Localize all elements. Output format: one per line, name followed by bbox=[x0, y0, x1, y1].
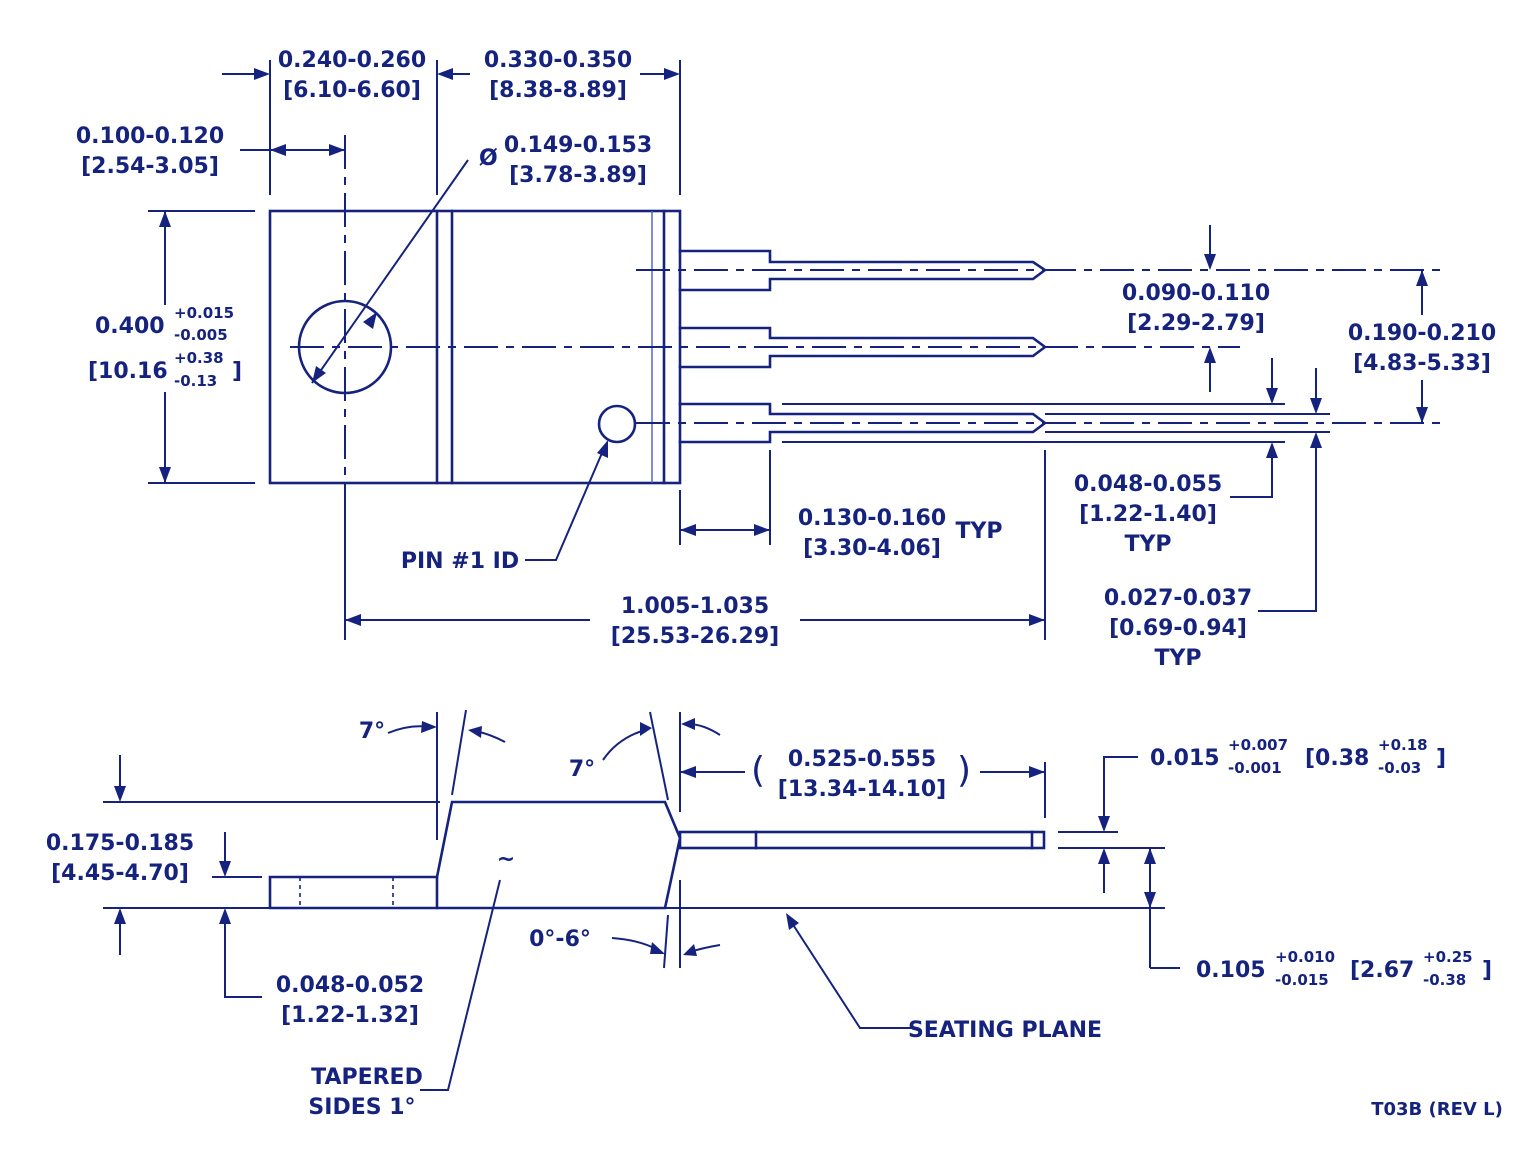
lead-thickness-metric-plus: +0.18 bbox=[1378, 736, 1428, 754]
lead-length-nominal: 0.525-0.555 bbox=[788, 747, 936, 772]
body-width-nominal: 0.330-0.350 bbox=[484, 48, 632, 73]
tab-width-nominal: 0.240-0.260 bbox=[278, 48, 426, 73]
pin-span-nominal: 0.190-0.210 bbox=[1348, 321, 1496, 346]
top-view bbox=[148, 60, 1440, 640]
lead-standoff-metric-minus: -0.38 bbox=[1423, 971, 1466, 989]
overall-length-nominal: 1.005-1.035 bbox=[621, 594, 769, 619]
dim-shoulder-leader bbox=[1230, 450, 1273, 498]
overall-length-metric: [25.53-26.29] bbox=[611, 624, 779, 649]
angle-left-label: 7° bbox=[359, 719, 385, 744]
angle-ref-left-taper bbox=[451, 709, 467, 796]
angle-right-arrow-a bbox=[602, 729, 646, 761]
height-nominal: 0.400 bbox=[95, 314, 165, 339]
taper-symbol: ~ bbox=[497, 847, 515, 872]
angle-right-label: 7° bbox=[569, 757, 595, 782]
lead-standoff-metric-open: [2.67 bbox=[1350, 958, 1414, 983]
lead-standoff-nominal: 0.105 bbox=[1196, 958, 1266, 983]
lead-thickness-tol-plus: +0.007 bbox=[1228, 736, 1288, 754]
angle-ref-bottom-taper bbox=[663, 914, 669, 969]
shoulder-length-nominal: 0.130-0.160 bbox=[798, 506, 946, 531]
lead-2-outline bbox=[678, 326, 1048, 369]
height-metric-close: ] bbox=[232, 359, 242, 384]
lead-length-metric: [13.34-14.10] bbox=[778, 777, 946, 802]
hole-offset-nominal: 0.100-0.120 bbox=[76, 124, 224, 149]
side-view bbox=[103, 709, 1180, 1091]
shoulder-width-nominal: 0.048-0.055 bbox=[1074, 472, 1222, 497]
dim-lead-thickness-leader bbox=[1103, 756, 1138, 824]
pin1-id-mark bbox=[597, 404, 637, 444]
lead-standoff-tol-minus: -0.015 bbox=[1275, 971, 1329, 989]
dimension-labels: 0.240-0.260 [6.10-6.60] 0.330-0.350 [8.3… bbox=[46, 48, 1503, 1120]
seating-plane-label: SEATING PLANE bbox=[908, 1018, 1102, 1043]
hole-offset-metric: [2.54-3.05] bbox=[81, 154, 219, 179]
pin-pitch-nominal: 0.090-0.110 bbox=[1122, 281, 1270, 306]
shoulder-width-metric: [1.22-1.40] bbox=[1079, 502, 1217, 527]
lead-standoff-metric-plus: +0.25 bbox=[1423, 948, 1473, 966]
lead-profile bbox=[678, 830, 1046, 850]
lead-thickness-metric-close: ] bbox=[1436, 746, 1446, 771]
seating-plane-leader bbox=[789, 919, 915, 1029]
tab-thickness-nominal: 0.048-0.052 bbox=[276, 973, 424, 998]
height-tol-plus: +0.015 bbox=[174, 304, 234, 322]
angle-ref-right-taper bbox=[649, 711, 669, 801]
body-height-nominal: 0.175-0.185 bbox=[46, 831, 194, 856]
tab-thickness-metric: [1.22-1.32] bbox=[281, 1003, 419, 1028]
pin1-leader bbox=[525, 445, 606, 561]
height-metric-open: [10.16 bbox=[88, 359, 168, 384]
tab-profile bbox=[268, 875, 439, 910]
pin-span-metric: [4.83-5.33] bbox=[1353, 351, 1491, 376]
hole-diameter-symbol: Ø bbox=[479, 146, 498, 171]
lead-thickness-nominal: 0.015 bbox=[1150, 746, 1220, 771]
lead-thickness-metric-open: [0.38 bbox=[1305, 746, 1369, 771]
pin-width-typ: TYP bbox=[1154, 646, 1201, 671]
hole-diameter-nominal: 0.149-0.153 bbox=[504, 133, 652, 158]
drawing-reference: T03B (REV L) bbox=[1371, 1099, 1503, 1120]
hole-diameter-metric: [3.78-3.89] bbox=[509, 163, 647, 188]
lead-length-paren-close: ) bbox=[957, 750, 971, 791]
dim-pin-width-leader bbox=[1258, 440, 1317, 612]
body-height-metric: [4.45-4.70] bbox=[51, 861, 189, 886]
tapered-sides-line2: SIDES 1° bbox=[308, 1095, 415, 1120]
lead-standoff-tol-plus: +0.010 bbox=[1275, 948, 1335, 966]
pin-width-nominal: 0.027-0.037 bbox=[1104, 586, 1252, 611]
shoulder-length-typ: TYP bbox=[955, 519, 1002, 544]
tab-width-metric: [6.10-6.60] bbox=[283, 78, 421, 103]
height-tol-minus: -0.005 bbox=[174, 326, 228, 344]
tapered-sides-leader bbox=[420, 879, 501, 1091]
angle-bottom-label: 0°-6° bbox=[529, 927, 591, 952]
shoulder-length-metric: [3.30-4.06] bbox=[803, 536, 941, 561]
lead-thickness-tol-minus: -0.001 bbox=[1228, 759, 1282, 777]
lead-thickness-metric-minus: -0.03 bbox=[1378, 759, 1421, 777]
lead-standoff-metric-close: ] bbox=[1482, 958, 1492, 983]
tapered-sides-line1: TAPERED bbox=[311, 1065, 423, 1090]
shoulder-width-typ: TYP bbox=[1124, 532, 1171, 557]
pin-pitch-metric: [2.29-2.79] bbox=[1127, 311, 1265, 336]
pin-width-metric: [0.69-0.94] bbox=[1109, 616, 1247, 641]
body-profile bbox=[435, 800, 682, 910]
pin1-id-label: PIN #1 ID bbox=[401, 549, 519, 574]
dim-tab-thickness-leader bbox=[224, 916, 262, 998]
lead-length-paren-open: ( bbox=[751, 750, 765, 791]
hole-diameter-leader bbox=[311, 159, 469, 384]
height-metric-minus: -0.13 bbox=[174, 372, 217, 390]
body-width-metric: [8.38-8.89] bbox=[489, 78, 627, 103]
height-metric-plus: +0.38 bbox=[174, 349, 224, 367]
